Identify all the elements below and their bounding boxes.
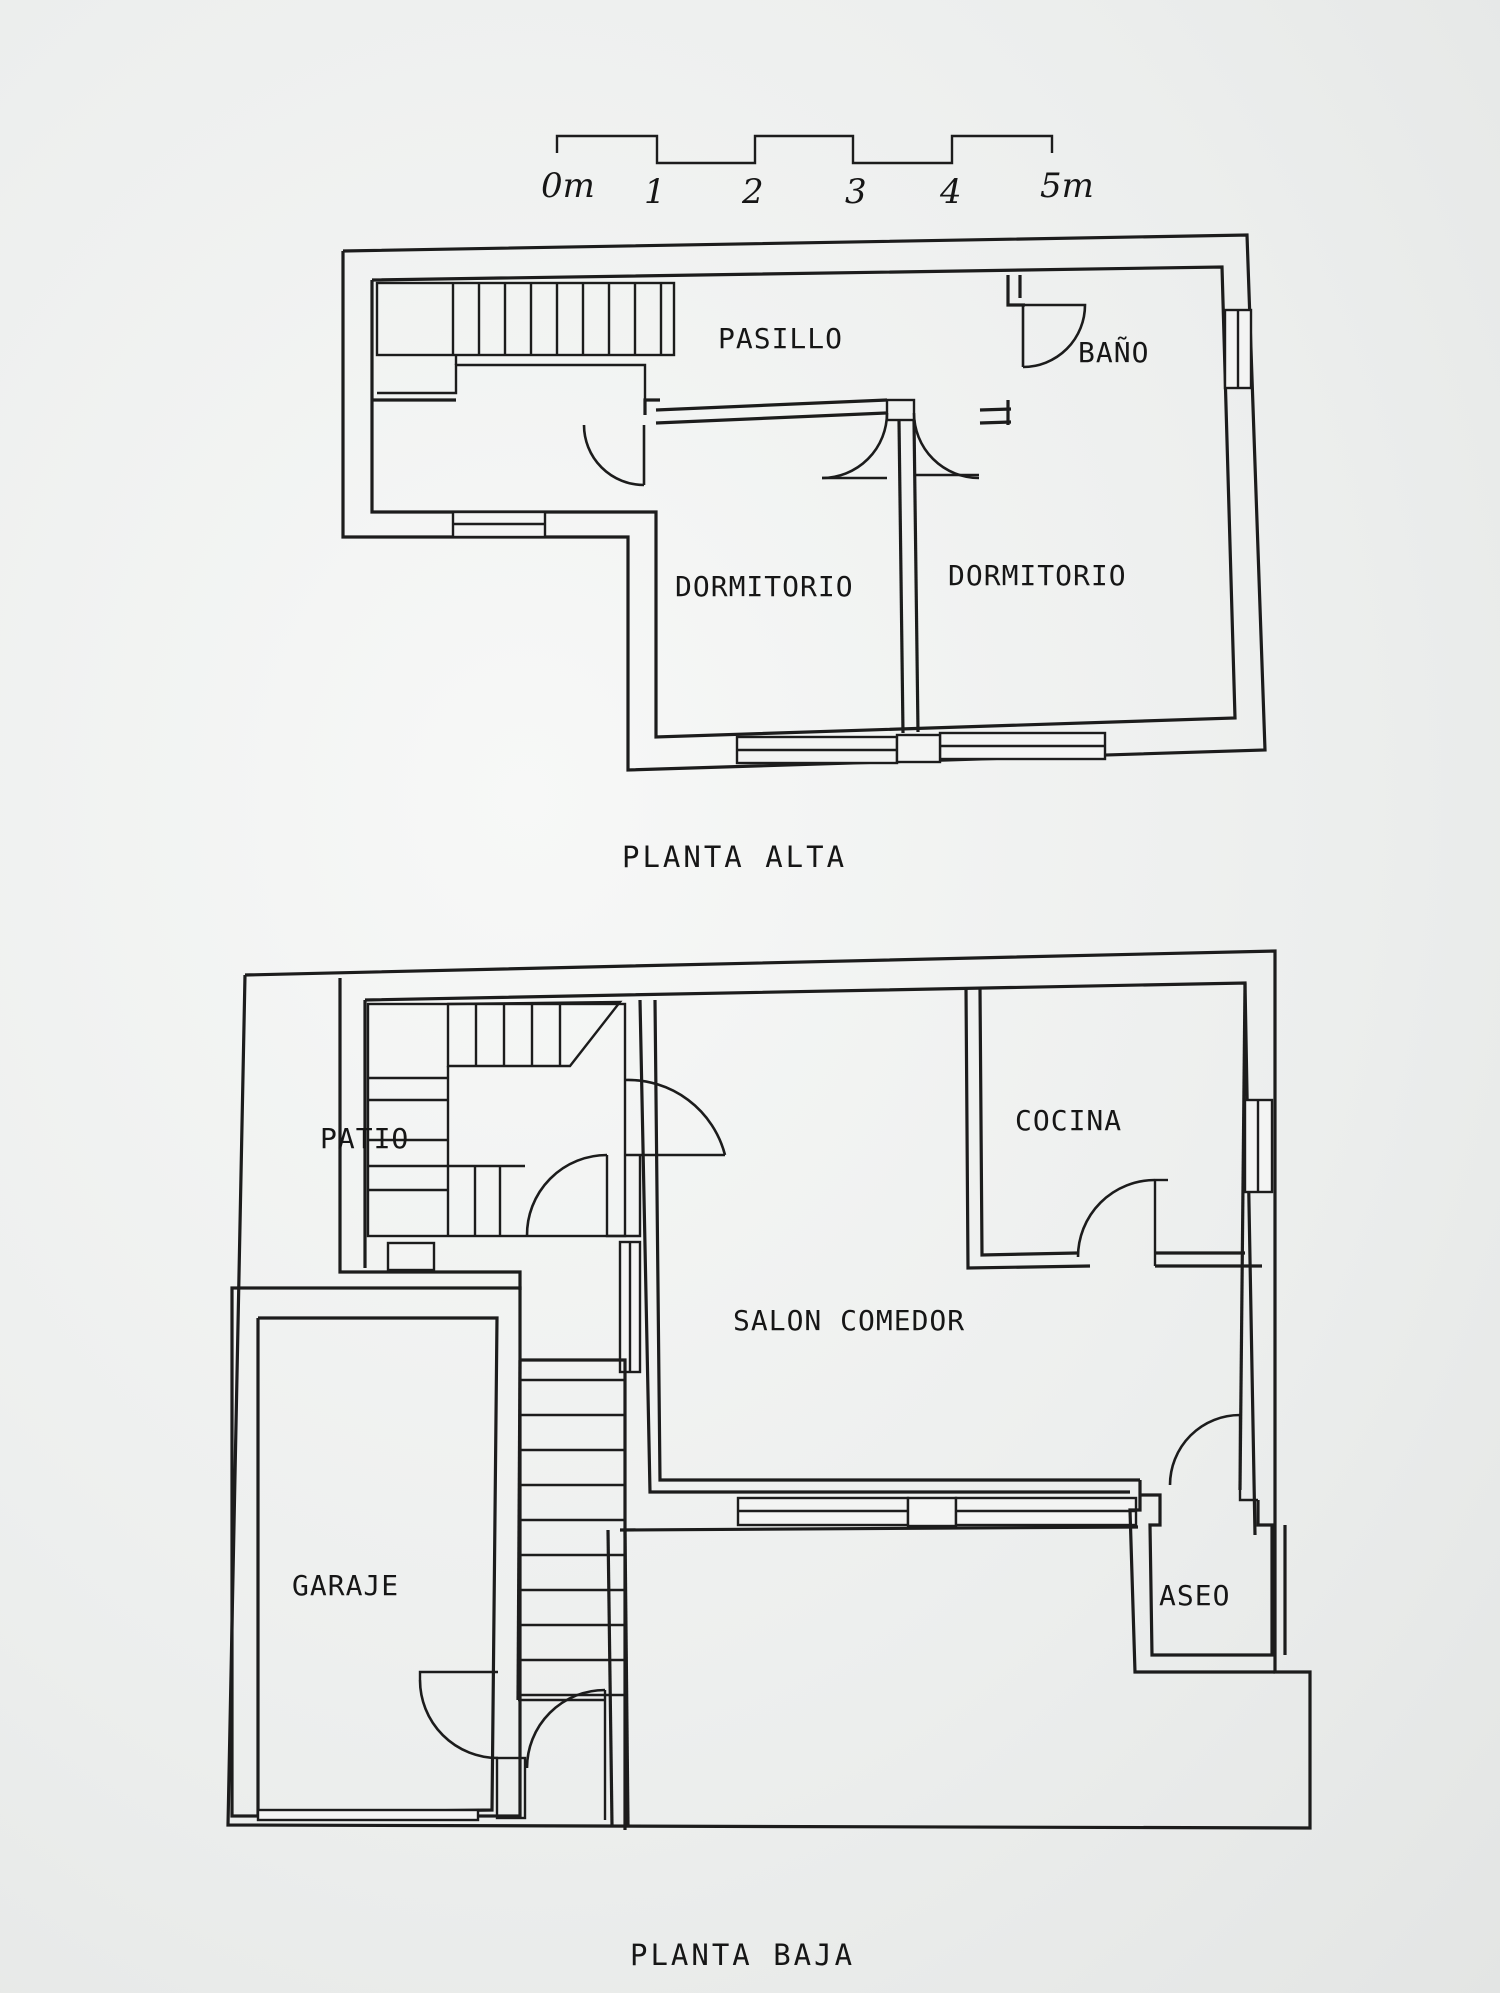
ground-floor-title: PLANTA BAJA (630, 1938, 855, 1972)
door-swing-left-bedroom (821, 412, 889, 480)
room-label-pasillo: PASILLO (718, 322, 843, 355)
scale-bar: 0m 1 2 3 4 5m (541, 134, 1094, 212)
room-label-dormitorio-left: DORMITORIO (675, 570, 854, 603)
door-swing-patio-upper (624, 1078, 727, 1156)
door-swing-right-bedroom (912, 412, 980, 480)
upper-stair (375, 281, 676, 357)
door-swing-bano (1022, 303, 1087, 369)
garaje-outer (230, 1286, 522, 1818)
patio-area (366, 1002, 627, 1238)
room-label-salon: SALON COMEDOR (733, 1304, 965, 1337)
room-label-bano: BAÑO (1078, 335, 1149, 369)
room-label-dormitorio-right: DORMITORIO (948, 559, 1127, 592)
room-label-aseo: ASEO (1159, 1579, 1230, 1612)
room-label-garaje: GARAJE (292, 1569, 399, 1602)
door-swing-patio-lower (525, 1153, 608, 1237)
scale-tick-3: 3 (845, 172, 867, 212)
ground-floor-plan: PATIO COCINA SALON COMEDOR GARAJE ASEO (226, 949, 1312, 1830)
room-label-patio: PATIO (320, 1122, 409, 1155)
door-swing-entrance (525, 1688, 606, 1769)
upper-floor-plan: PASILLO BAÑO DORMITORIO DORMITORIO (341, 233, 1267, 772)
upper-floor-title: PLANTA ALTA (622, 840, 847, 874)
room-label-cocina: COCINA (1015, 1104, 1122, 1137)
door-swing-aseo (1168, 1413, 1241, 1486)
scale-tick-4: 4 (939, 172, 962, 212)
scale-tick-2: 2 (741, 172, 764, 212)
scale-tick-5: 5m (1040, 166, 1094, 206)
door-swing-left-room (582, 424, 645, 487)
door-swing-cocina (1076, 1178, 1156, 1258)
scale-tick-0: 0m (541, 166, 595, 206)
ground-stair-top (446, 1000, 623, 1068)
door-swing-garaje (418, 1679, 499, 1760)
scale-tick-1: 1 (644, 172, 666, 212)
